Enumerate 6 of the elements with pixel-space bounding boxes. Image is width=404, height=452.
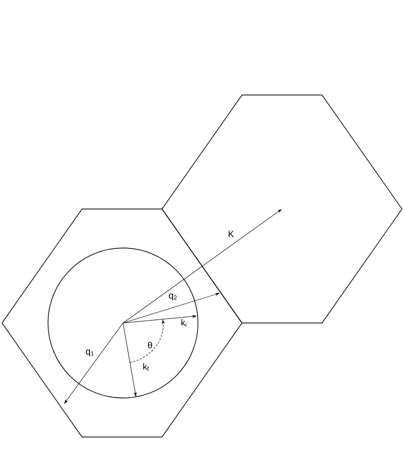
- angle-label: θ: [148, 342, 152, 348]
- vector-label: k$_{i}$: [181, 319, 186, 327]
- vector-label: k$_{f}$: [143, 363, 149, 371]
- vector-label: K: [228, 230, 234, 238]
- vector-label: q$_{1}$: [86, 350, 94, 356]
- vector-label: q$_{2}$: [168, 294, 177, 300]
